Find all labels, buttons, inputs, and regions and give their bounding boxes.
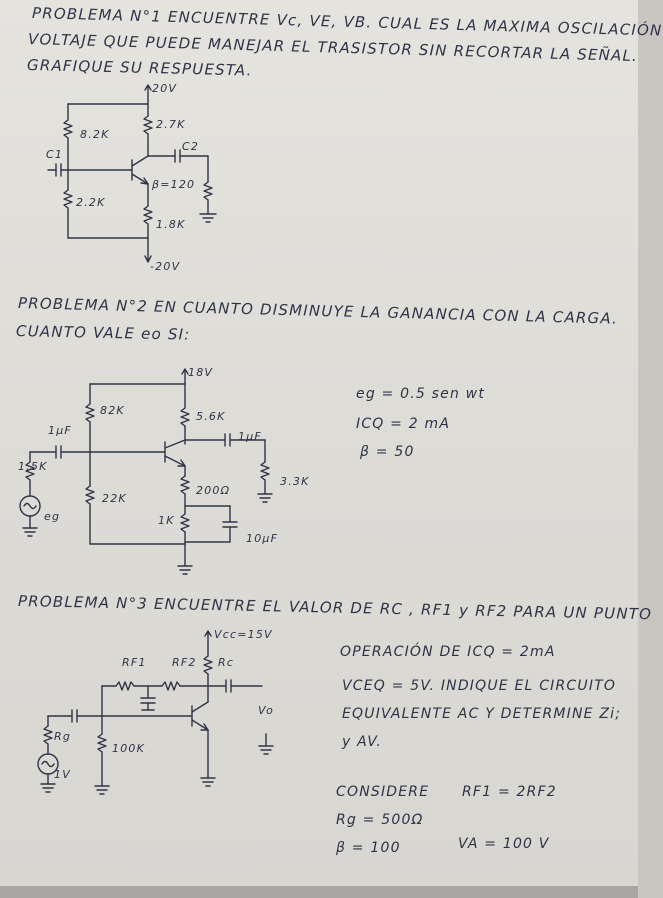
problem3-desc2: VCEQ = 5V. INDIQUE EL CIRCUITO: [342, 678, 617, 694]
p2-r2-label: 22K: [102, 492, 127, 505]
p1-rc-label: 2.7K: [156, 118, 186, 131]
p2-cout-label: 1µF: [238, 430, 262, 443]
p2-vcc-label: 18V: [188, 366, 214, 379]
p3-rg-label: Rg: [54, 730, 72, 743]
p3-rf2-label: RF2: [172, 656, 197, 669]
p3-source-label: 1V: [54, 768, 71, 781]
problem2-line2: CUANTO VALE eo SI:: [15, 322, 191, 344]
p2-eg-value: eg = 0.5 sen wt: [356, 386, 486, 402]
p3-consider-label: CONSIDERE: [336, 784, 430, 800]
p3-100k-label: 100K: [112, 742, 146, 755]
p3-vcc-label: Vcc=15V: [214, 628, 273, 641]
problem1-circuit: [47, 84, 217, 263]
p2-ce-label: 10µF: [246, 532, 279, 545]
p2-re1-label: 200Ω: [196, 484, 231, 497]
p2-cin-label: 1µF: [48, 424, 72, 437]
p1-vee-label: -20V: [150, 260, 181, 273]
p2-source-label: eg: [44, 510, 61, 523]
problem3-desc1: OPERACIÓN DE ICQ = 2mA: [340, 644, 556, 660]
p1-c2-label: C2: [182, 140, 200, 153]
p3-va-value: VA = 100 V: [458, 836, 550, 852]
p2-rc-label: 5.6K: [196, 410, 226, 423]
p3-vo-label: Vo: [258, 704, 275, 717]
problem3-desc3: EQUIVALENTE AC Y DETERMINE Zi;: [342, 706, 622, 722]
p1-beta-label: β=120: [152, 178, 196, 191]
problem2-line1: PROBLEMA N°2 EN CUANTO DISMINUYE LA GANA…: [17, 294, 619, 328]
problem2-circuit: [19, 368, 273, 575]
p2-r1-label: 82K: [100, 404, 125, 417]
p2-rs-label: 1.5K: [18, 460, 48, 473]
p1-re-label: 1.8K: [156, 218, 186, 231]
p3-rg-value: Rg = 500Ω: [336, 812, 424, 828]
p3-rc-label: Rc: [218, 656, 235, 669]
page-bottom-shadow: [0, 886, 638, 898]
p3-rf1-label: RF1: [122, 656, 147, 669]
p3-beta-value: β = 100: [336, 840, 401, 856]
problem3-circuit: [37, 630, 274, 795]
p3-rf-relation: RF1 = 2RF2: [462, 784, 557, 800]
problem3-desc4: y AV.: [342, 734, 383, 750]
p2-icq-value: ICQ = 2 mA: [356, 416, 451, 432]
p1-r1-label: 8.2K: [80, 128, 110, 141]
p2-rl-label: 3.3K: [280, 475, 310, 488]
p1-c1-label: C1: [46, 148, 64, 161]
problem3-title: PROBLEMA N°3 ENCUENTRE EL VALOR DE RC , …: [17, 592, 653, 624]
problem1-line3: GRAFIQUE SU RESPUESTA.: [26, 56, 253, 80]
p2-re2-label: 1K: [158, 514, 175, 527]
p1-vcc-label: 20V: [152, 82, 178, 95]
p2-beta-value: β = 50: [360, 444, 415, 460]
p1-r2-label: 2.2K: [76, 196, 106, 209]
